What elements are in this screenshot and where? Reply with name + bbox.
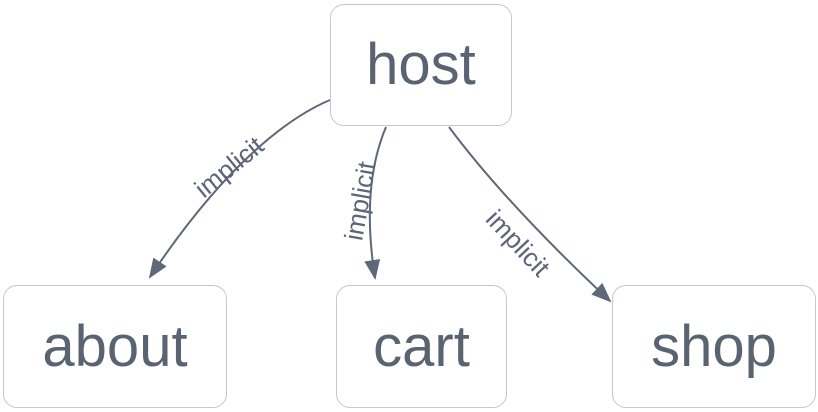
- node-cart[interactable]: cart: [336, 285, 507, 408]
- edge-label-host-about: implicit: [188, 130, 270, 204]
- edge-host-shop: [448, 126, 612, 303]
- edge-host-about: [148, 99, 331, 279]
- node-host[interactable]: host: [330, 4, 512, 126]
- node-shop[interactable]: shop: [612, 285, 816, 408]
- edge-label-host-cart: implicit: [338, 159, 382, 243]
- edge-label-host-shop: implicit: [479, 203, 557, 283]
- node-about[interactable]: about: [3, 285, 227, 408]
- edge-host-cart: [364, 126, 387, 280]
